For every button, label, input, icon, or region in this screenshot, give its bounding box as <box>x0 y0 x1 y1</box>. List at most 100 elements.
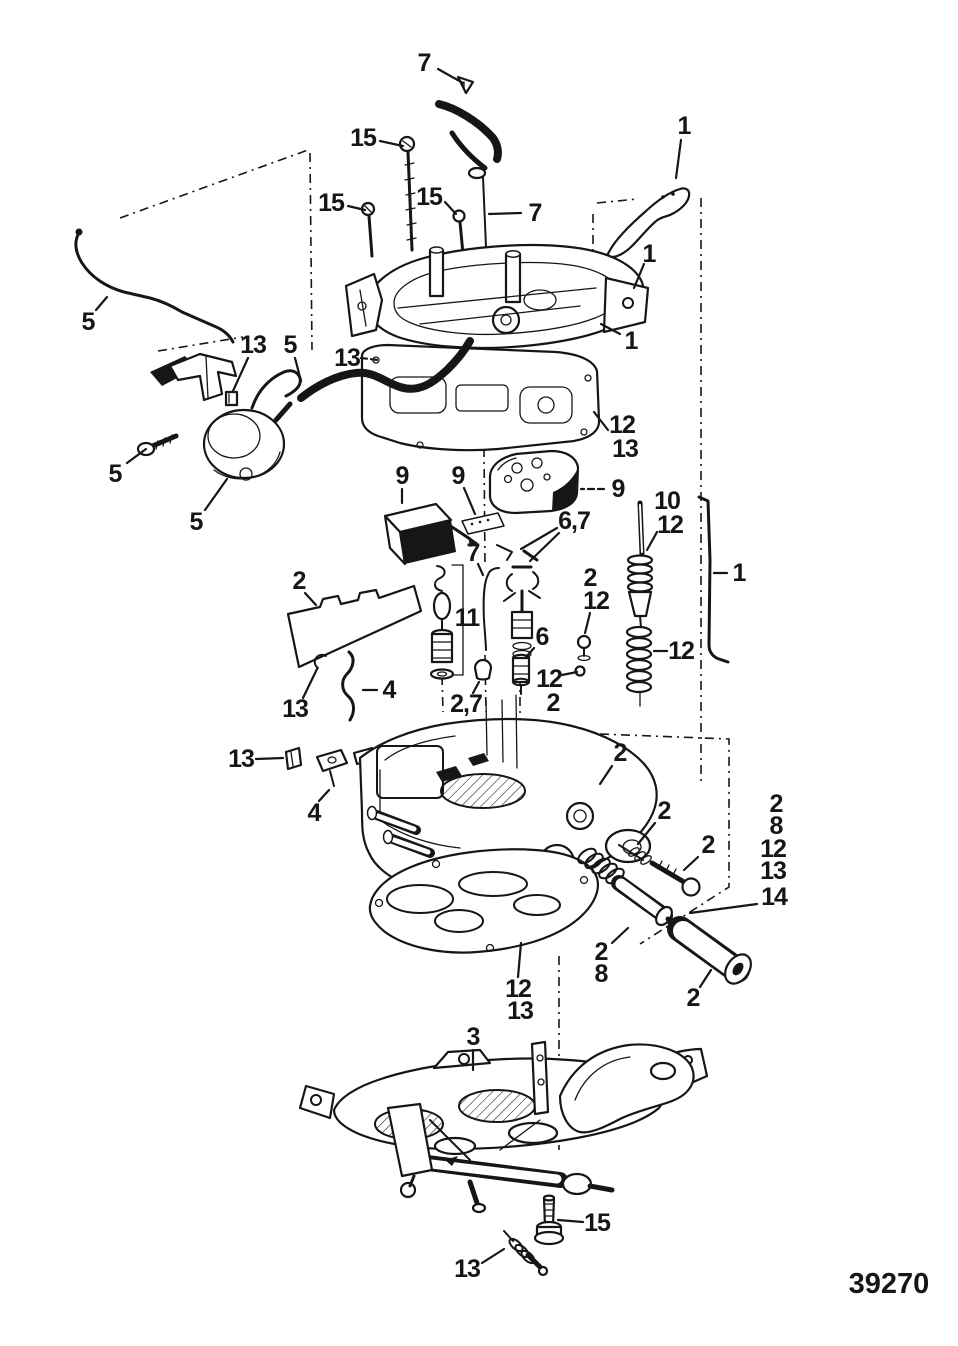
part-callout-1: 1 <box>643 240 657 268</box>
callout-leader-2 <box>698 968 713 989</box>
part-callout-13: 13 <box>282 695 308 723</box>
part-callout-8: 8 <box>770 812 784 840</box>
callout-leader-15 <box>443 200 458 216</box>
spring-clip <box>456 75 475 95</box>
callout-leader-15 <box>556 1218 585 1224</box>
bowl-gasket <box>368 848 599 954</box>
callout-leader-2 <box>303 591 318 607</box>
air-horn-gasket <box>360 343 601 452</box>
part-callout-5: 5 <box>82 308 96 336</box>
part-callout-15: 15 <box>350 124 377 152</box>
part-callout-11: 11 <box>455 604 481 632</box>
main-body <box>358 694 658 896</box>
pump-plunger <box>611 875 681 930</box>
metering-needle <box>482 567 500 651</box>
part-callout-4: 4 <box>383 676 397 704</box>
idle-mixture-screw <box>503 1230 549 1277</box>
part-callout-3: 3 <box>467 1023 480 1051</box>
part-callout-2: 2 <box>547 689 560 717</box>
callout-leader-6 <box>524 646 536 659</box>
short-screw-right <box>452 209 466 256</box>
venturi-cluster <box>488 449 580 515</box>
part-callout-15: 15 <box>584 1209 611 1237</box>
callout-leader-13 <box>301 667 319 700</box>
part-callout-2: 2 <box>584 564 597 592</box>
part-callout-5: 5 <box>284 331 298 359</box>
power-piston <box>503 565 541 659</box>
callout-leader-14 <box>688 902 759 915</box>
cluster-gasket <box>461 512 505 535</box>
part-callout-2: 2 <box>687 984 700 1012</box>
callout-leader-9 <box>462 486 477 516</box>
callout-leader-13 <box>480 1247 506 1265</box>
discharge-plug <box>473 658 493 681</box>
part-callout-12: 12 <box>657 511 683 539</box>
part-callout-14: 14 <box>761 883 788 911</box>
accelerator-pump-group <box>577 844 752 985</box>
part-callout-13: 13 <box>760 857 786 885</box>
clip-small <box>313 653 327 669</box>
callout-leader-2 <box>682 855 700 872</box>
choke-pulloff-assembly <box>136 352 302 481</box>
callout-leader-4 <box>317 788 331 803</box>
part-callout-2: 2 <box>614 739 627 767</box>
coil-spring <box>625 625 653 707</box>
spring-seat <box>576 634 592 662</box>
callout-leader-2,7 <box>471 680 481 695</box>
part-callout-13: 13 <box>612 435 638 463</box>
callout-leader-1 <box>674 138 683 180</box>
inlet-screw <box>649 860 701 897</box>
callout-leader-2 <box>598 764 614 786</box>
diaphragm-housing <box>202 408 286 480</box>
long-screw <box>398 135 417 252</box>
throttle-connector-rod <box>697 495 730 664</box>
part-callout-5: 5 <box>190 508 204 536</box>
part-callout-4: 4 <box>308 799 322 827</box>
part-callout-2: 2 <box>293 567 306 595</box>
part-callout-13: 13 <box>334 344 360 372</box>
part-callout-2: 2 <box>702 831 715 859</box>
part-callout-7: 7 <box>529 199 542 227</box>
part-callout-2: 2 <box>770 790 783 818</box>
part-callout-1: 1 <box>733 559 747 587</box>
callout-leader-2 <box>636 821 657 846</box>
float-and-cluster-parts <box>383 449 592 695</box>
main-jet <box>511 653 531 695</box>
callout-leader-7 <box>436 67 465 85</box>
needle-seat-and-springs <box>625 495 730 707</box>
callout-leader-1 <box>632 262 646 290</box>
short-screw-left <box>360 201 376 258</box>
part-callout-15: 15 <box>416 183 443 211</box>
pump-needle <box>482 176 488 257</box>
part-callout-13: 13 <box>228 745 254 773</box>
callout-leader-1 <box>599 322 622 336</box>
part-callout-10: 10 <box>654 487 680 515</box>
part-callout-15: 15 <box>318 189 345 217</box>
callout-leader-12 <box>583 611 592 635</box>
callout-leader-15 <box>346 204 367 212</box>
part-callout-12: 12 <box>668 637 694 665</box>
part-callout-12: 12 <box>505 975 531 1003</box>
vent-hose <box>297 337 474 402</box>
callout-leader-2 <box>610 926 630 945</box>
callout-leader-7 <box>476 562 485 577</box>
callout-leader-12 <box>592 410 610 432</box>
check-ball <box>574 665 586 677</box>
bowl-baffle <box>286 584 423 669</box>
pump-rod <box>341 650 355 722</box>
part-callout-6,7: 6,7 <box>558 507 590 535</box>
part-callout-13: 13 <box>454 1255 480 1283</box>
inlet-needle-seat <box>626 500 654 628</box>
callout-leader-6,7 <box>519 526 559 551</box>
pump-spring <box>577 847 625 885</box>
throttle-linkage <box>386 1102 615 1214</box>
pump-lever-bracket <box>315 748 349 773</box>
pump-discharge-parts <box>496 544 539 562</box>
callout-leader-13 <box>254 756 285 761</box>
part-callout-8: 8 <box>595 960 609 988</box>
part-callout-13: 13 <box>240 331 266 359</box>
callout-leader-15 <box>378 139 405 148</box>
part-callout-9: 9 <box>396 462 409 490</box>
